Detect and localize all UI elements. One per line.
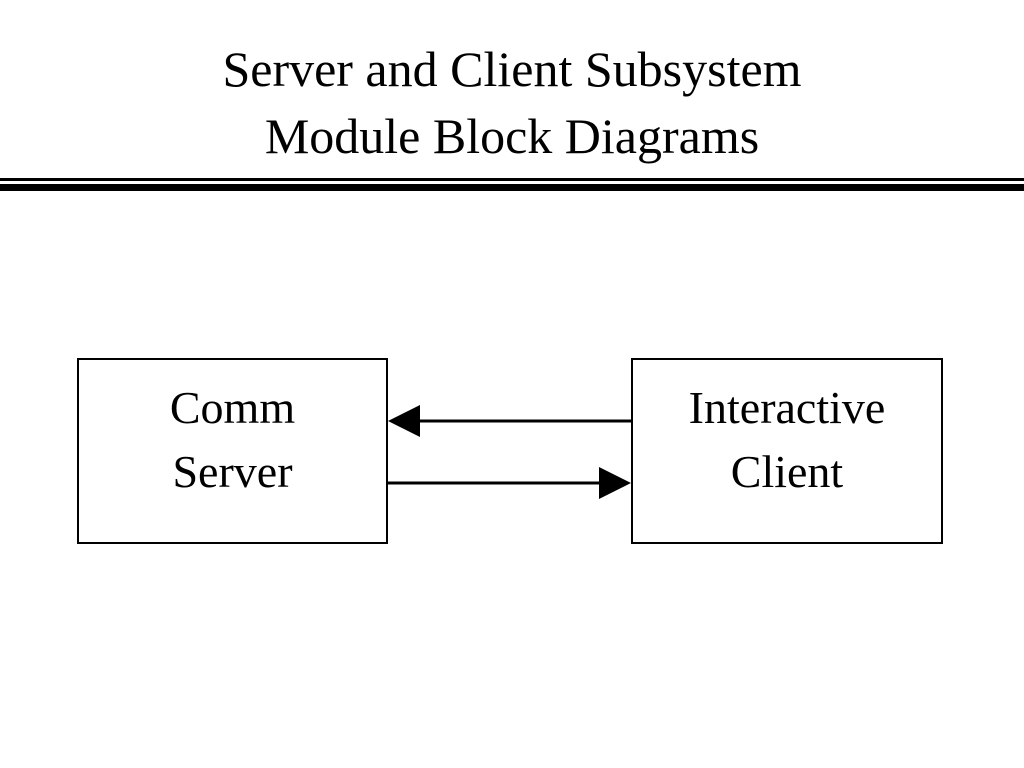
slide-title-line-2: Module Block Diagrams [264,108,760,164]
interactive-client-label-line-2: Client [730,446,844,497]
comm-server-label-line-2: Server [172,446,293,497]
interactive-client-block: Interactive Client [631,358,943,544]
arrow-client-to-server-head [388,405,420,437]
arrow-server-to-client-head [599,467,631,499]
title-divider-thick [0,184,1024,191]
comm-server-label-line-1: Comm [169,382,296,433]
comm-server-block: Comm Server [77,358,388,544]
title-divider-thin [0,178,1024,181]
slide-title-line-1: Server and Client Subsystem [222,41,802,97]
interactive-client-label-line-1: Interactive [688,382,886,433]
slide-title: Server and Client Subsystem Module Block… [0,36,1024,170]
